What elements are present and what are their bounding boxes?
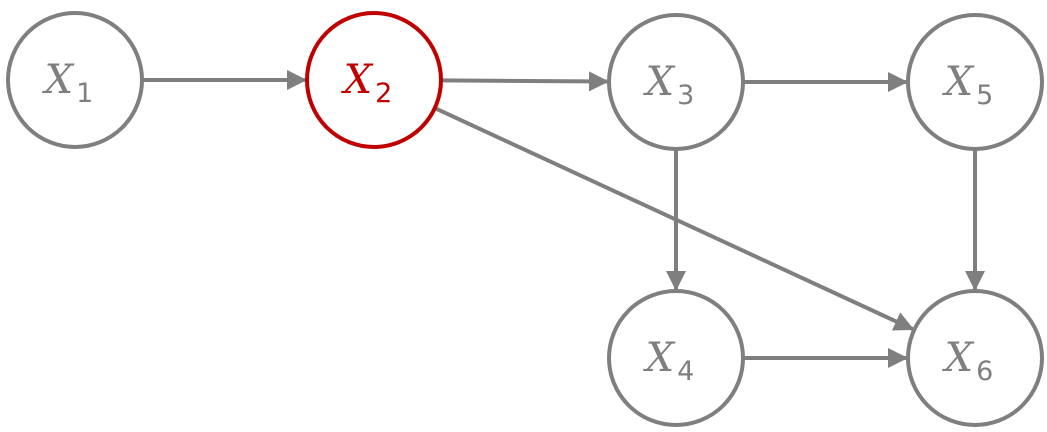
node-letter: X xyxy=(341,57,374,103)
node-letter: X xyxy=(42,57,75,103)
node-circle xyxy=(607,13,745,151)
node-circle xyxy=(906,289,1044,427)
edge-n2-n6-arrow xyxy=(433,106,915,331)
node-circle xyxy=(6,11,144,149)
node-subscript: 4 xyxy=(677,356,694,387)
node-circle xyxy=(607,289,745,427)
node-letter: X xyxy=(942,59,975,105)
node-letter: X xyxy=(643,335,676,381)
node-subscript: 2 xyxy=(375,78,392,109)
node-subscript: 5 xyxy=(976,80,993,111)
node-subscript: 6 xyxy=(976,356,993,387)
node-letter: X xyxy=(942,335,975,381)
node-subscript: 1 xyxy=(76,78,93,109)
node-circle xyxy=(906,13,1044,151)
edges-layer xyxy=(142,70,985,368)
node-letter: X xyxy=(643,59,676,105)
node-circle xyxy=(305,11,443,149)
edge-n2-n3-arrow xyxy=(440,71,609,92)
node-subscript: 3 xyxy=(677,80,694,111)
